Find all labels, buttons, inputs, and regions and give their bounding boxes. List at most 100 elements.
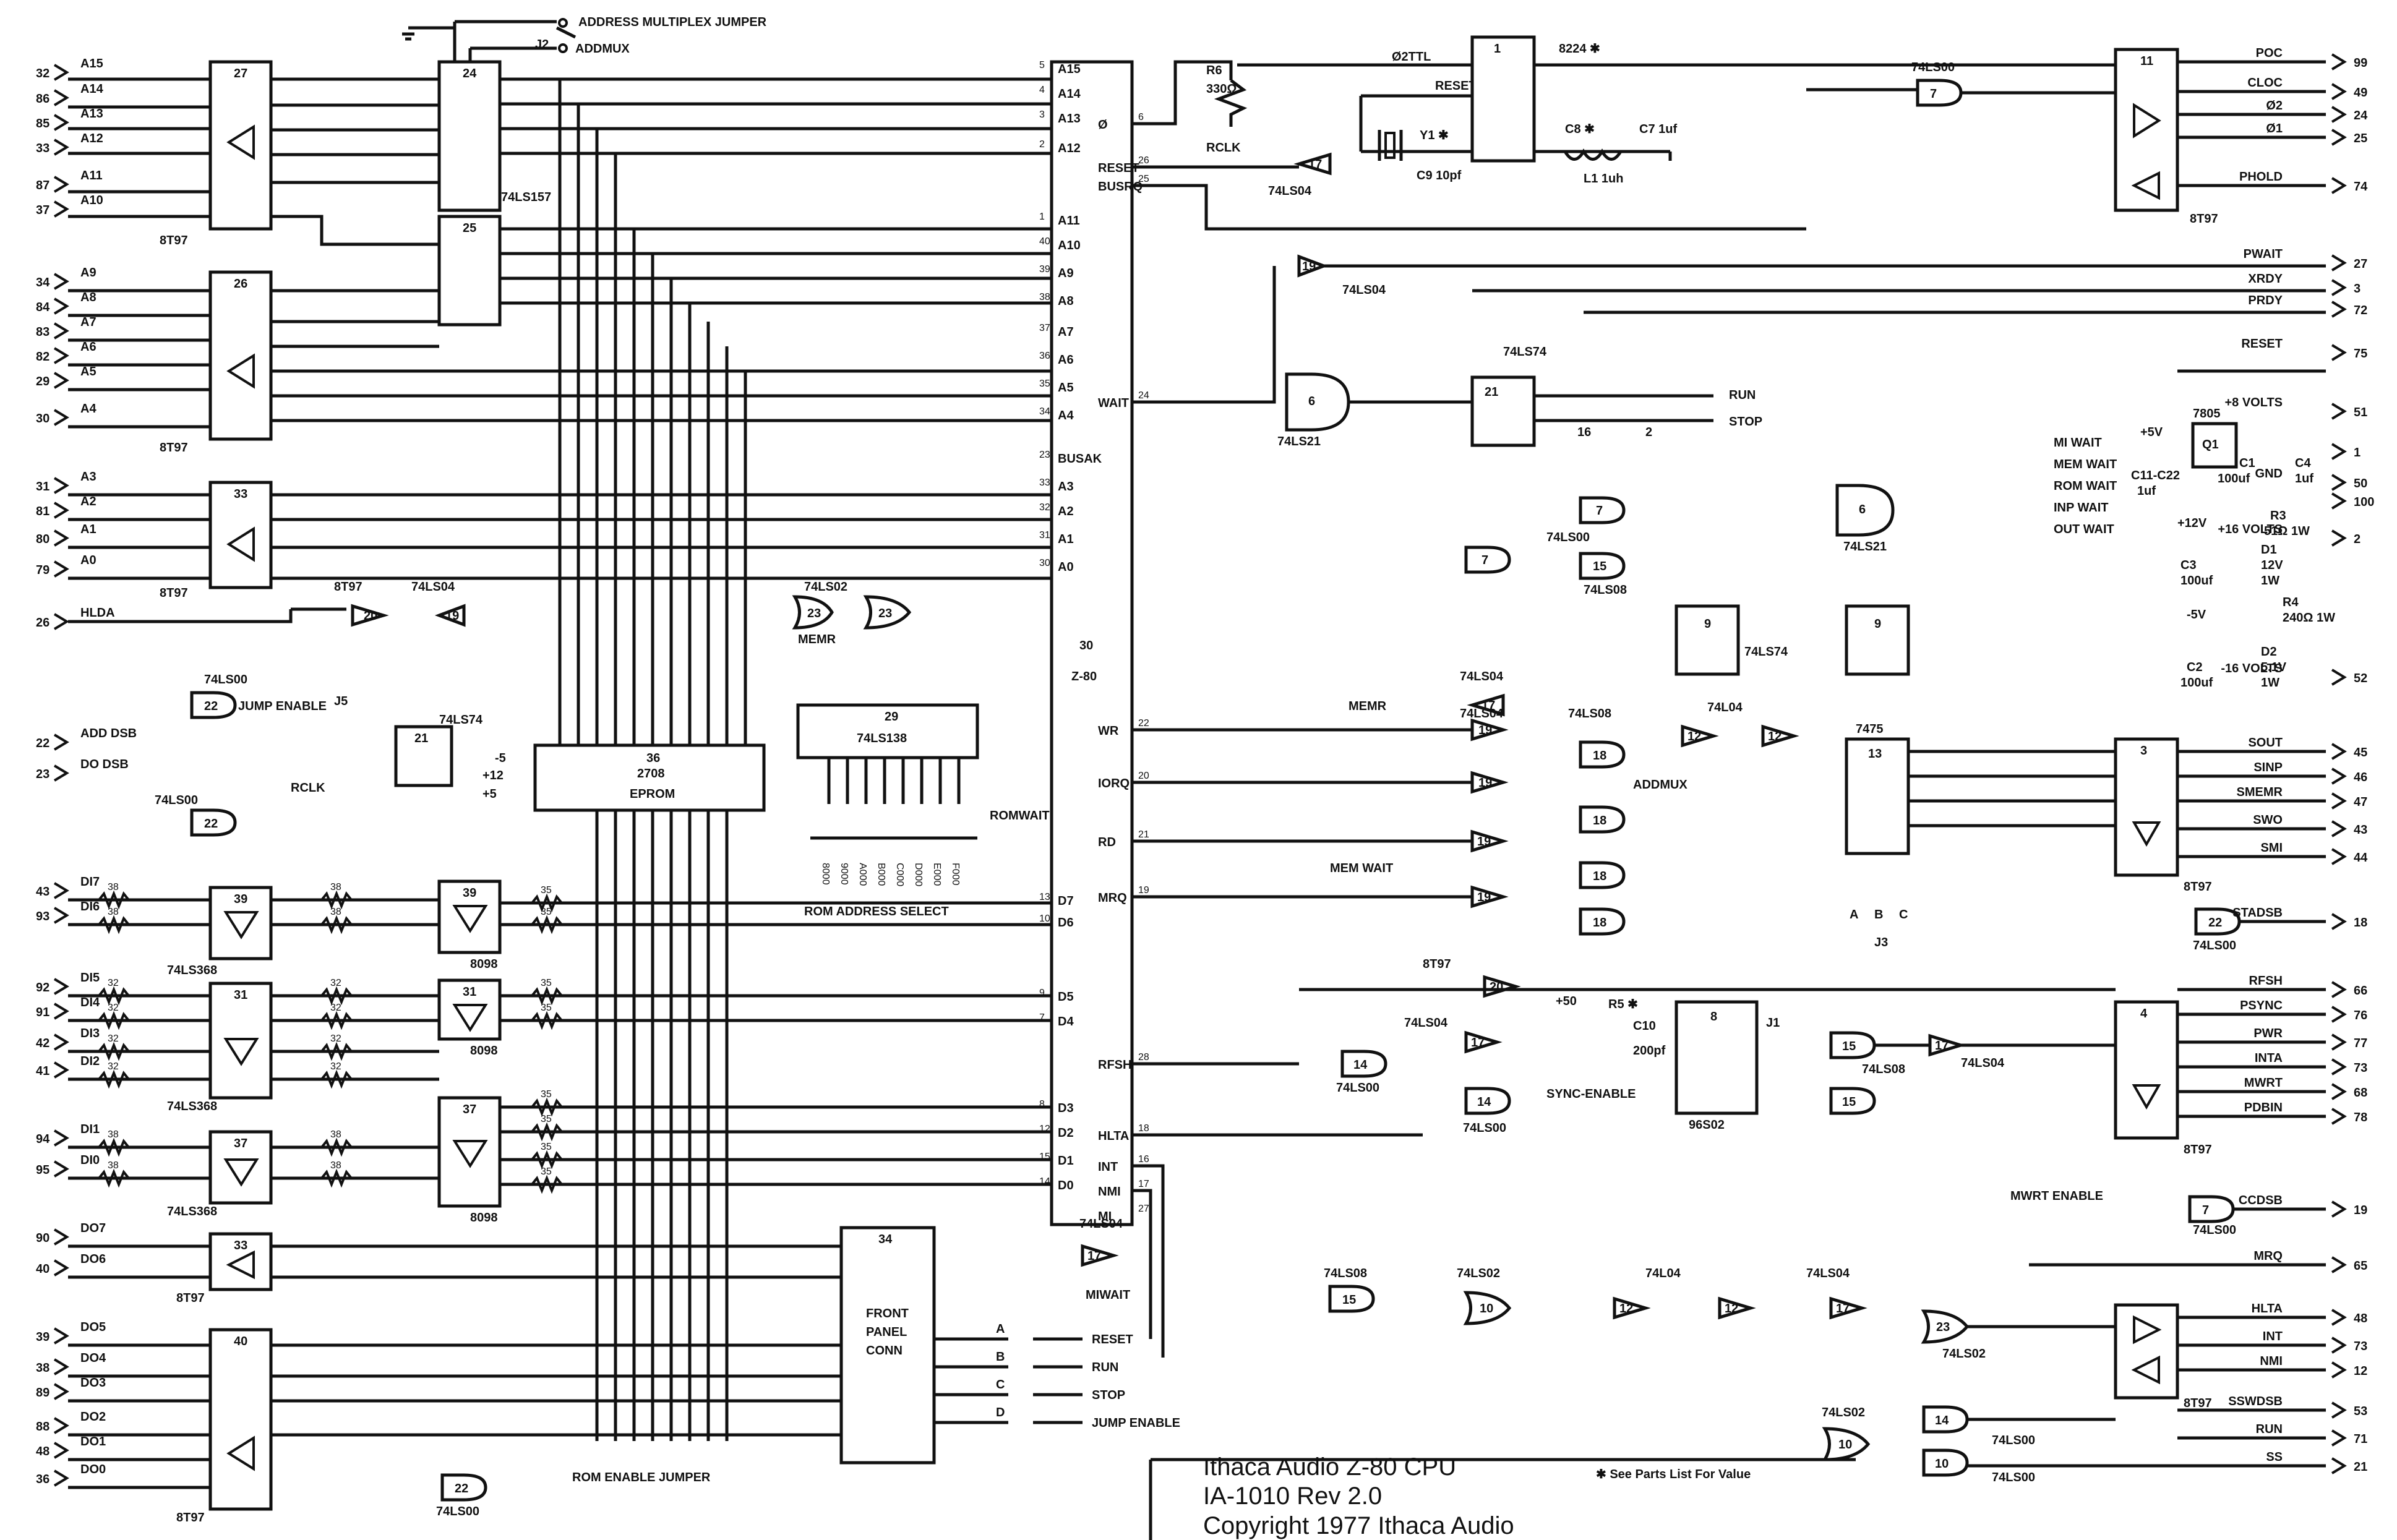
svg-text:20: 20 bbox=[364, 609, 377, 623]
z80-pin-3: 3 bbox=[1039, 109, 1045, 120]
z80-pin-34: 34 bbox=[1039, 406, 1050, 417]
z80-pin-24: 24 bbox=[1138, 390, 1149, 401]
resistor-value: 38 bbox=[330, 1160, 341, 1171]
pin-number: 84 bbox=[36, 301, 50, 314]
svg-text:FRONT: FRONT bbox=[866, 1307, 909, 1320]
pin-signal: A4 bbox=[80, 402, 96, 416]
z80-pin-35: 35 bbox=[1039, 379, 1050, 389]
svg-text:39: 39 bbox=[234, 892, 247, 906]
svg-text:26: 26 bbox=[234, 277, 247, 291]
pin-number: 88 bbox=[36, 1420, 49, 1434]
z80-pin-22: 22 bbox=[1138, 718, 1149, 729]
reset-out-label: RESET bbox=[1092, 1333, 1133, 1346]
svg-text:74LS08: 74LS08 bbox=[1568, 707, 1611, 721]
inverters-12: 12 12 74L04 bbox=[1681, 701, 1799, 748]
svg-text:12: 12 bbox=[1619, 1302, 1633, 1315]
pin-signal: -16 VOLTS bbox=[2221, 662, 2283, 675]
resistor-value: 32 bbox=[108, 1033, 119, 1044]
pin-signal: +8 VOLTS bbox=[2224, 396, 2283, 409]
pin-signal: PHOLD bbox=[2239, 170, 2283, 184]
and-gates-18: 18 18 18 18 74LS08 ADDMUX bbox=[1568, 707, 1687, 936]
mwrt-enable-label: MWRT ENABLE bbox=[2010, 1189, 2103, 1203]
nand-7b: 7 74LS00 bbox=[1464, 531, 1590, 574]
svg-text:74LS21: 74LS21 bbox=[1277, 435, 1321, 448]
svg-text:Ø2TTL: Ø2TTL bbox=[1392, 50, 1431, 64]
z80-sig-a8: A8 bbox=[1058, 294, 1074, 308]
resistor-value: 35 bbox=[541, 1166, 552, 1177]
nor-23a: 23 bbox=[792, 595, 834, 630]
z80-sig-mrq: MRQ bbox=[1098, 891, 1127, 905]
svg-text:25: 25 bbox=[463, 221, 476, 235]
pin-signal: PWAIT bbox=[2244, 247, 2283, 261]
pin-number: 45 bbox=[2354, 746, 2367, 759]
buffer-26: 26 bbox=[208, 270, 273, 441]
addmux2-label: ADDMUX bbox=[1633, 778, 1687, 792]
pin-number: 72 bbox=[2354, 304, 2367, 317]
svg-text:22: 22 bbox=[204, 817, 218, 831]
svg-text:74LS04: 74LS04 bbox=[1460, 707, 1504, 721]
pin-number: 85 bbox=[36, 117, 49, 130]
rom-addr-B000: B000 bbox=[876, 863, 886, 886]
resistor-value: 32 bbox=[330, 1061, 341, 1072]
front-panel-outputs: A B C D RESET RUN STOP JUMP ENABLE bbox=[934, 1322, 1180, 1430]
nand-14a: 14 74LS00 bbox=[1336, 1050, 1387, 1095]
svg-text:14: 14 bbox=[1477, 1095, 1491, 1109]
pin-signal: PRDY bbox=[2248, 294, 2283, 307]
svg-text:A: A bbox=[996, 1322, 1005, 1336]
svg-text:8T97: 8T97 bbox=[2184, 1143, 2212, 1157]
buffer-33b: 33 bbox=[208, 1232, 273, 1291]
svg-text:C1: C1 bbox=[2239, 456, 2255, 470]
svg-text:74LS04: 74LS04 bbox=[1961, 1056, 2005, 1070]
z80-pin-25: 25 bbox=[1138, 174, 1149, 184]
svg-text:C10: C10 bbox=[1633, 1019, 1656, 1033]
svg-text:19: 19 bbox=[1302, 260, 1316, 273]
z80-pin-4: 4 bbox=[1039, 85, 1045, 95]
z80-pin-1: 1 bbox=[1039, 212, 1045, 222]
z80-sig-d2: D2 bbox=[1058, 1126, 1074, 1140]
z80-sig-a11: A11 bbox=[1058, 214, 1080, 228]
mux-25: 25 bbox=[437, 215, 502, 327]
svg-text:MEM WAIT: MEM WAIT bbox=[2054, 458, 2117, 471]
pin-signal: XRDY bbox=[2248, 272, 2283, 286]
svg-text:74LS00: 74LS00 bbox=[1992, 1434, 2035, 1447]
svg-text:15: 15 bbox=[1593, 560, 1606, 573]
svg-text:21: 21 bbox=[1485, 385, 1498, 399]
pin-signal: CLOC bbox=[2247, 76, 2283, 90]
right-edge-pins: POC99CLOC49Ø224Ø125PHOLD74PWAIT27XRDY3PR… bbox=[2218, 46, 2374, 1474]
z80-pin-7: 7 bbox=[1039, 1012, 1045, 1023]
z80-sig-hlta: HLTA bbox=[1098, 1129, 1129, 1143]
pin-signal: DO7 bbox=[80, 1221, 106, 1235]
pin-signal: DI7 bbox=[80, 875, 100, 889]
nand-6-wait-selector: 6 74LS21 bbox=[1835, 484, 1895, 554]
pin-number: 29 bbox=[36, 375, 49, 388]
run-out-label: RUN bbox=[1092, 1361, 1118, 1374]
address-input-wires bbox=[68, 77, 1052, 623]
svg-text:8098: 8098 bbox=[470, 1211, 498, 1225]
svg-text:+5: +5 bbox=[482, 787, 497, 801]
svg-text:74LS00: 74LS00 bbox=[2193, 1223, 2236, 1237]
svg-text:8T97: 8T97 bbox=[176, 1511, 205, 1525]
svg-text:7: 7 bbox=[1482, 554, 1488, 567]
front-panel-connector-34: 34 FRONT PANEL CONN bbox=[839, 1226, 936, 1465]
svg-text:8T97: 8T97 bbox=[176, 1291, 205, 1305]
sync-enable-label: SYNC-ENABLE bbox=[1546, 1087, 1636, 1101]
resistor: 32 bbox=[320, 1033, 353, 1061]
left-edge-pins: 32A1586A1485A1333A1287A1137A1034A984A883… bbox=[36, 57, 137, 1487]
pin-number: 95 bbox=[36, 1163, 49, 1177]
svg-text:33: 33 bbox=[234, 1239, 247, 1252]
pin-signal: DO0 bbox=[80, 1463, 106, 1476]
pin-number: 65 bbox=[2354, 1259, 2367, 1273]
buffer-hlta-int: 8T97 bbox=[2114, 1303, 2212, 1410]
rclk2-label: RCLK bbox=[1206, 141, 1241, 155]
pin-signal: Ø2 bbox=[2266, 99, 2283, 113]
svg-text:L1 1uh: L1 1uh bbox=[1584, 172, 1623, 186]
svg-text:74L04: 74L04 bbox=[1645, 1267, 1681, 1280]
buffer-39a: 39 bbox=[208, 886, 273, 960]
